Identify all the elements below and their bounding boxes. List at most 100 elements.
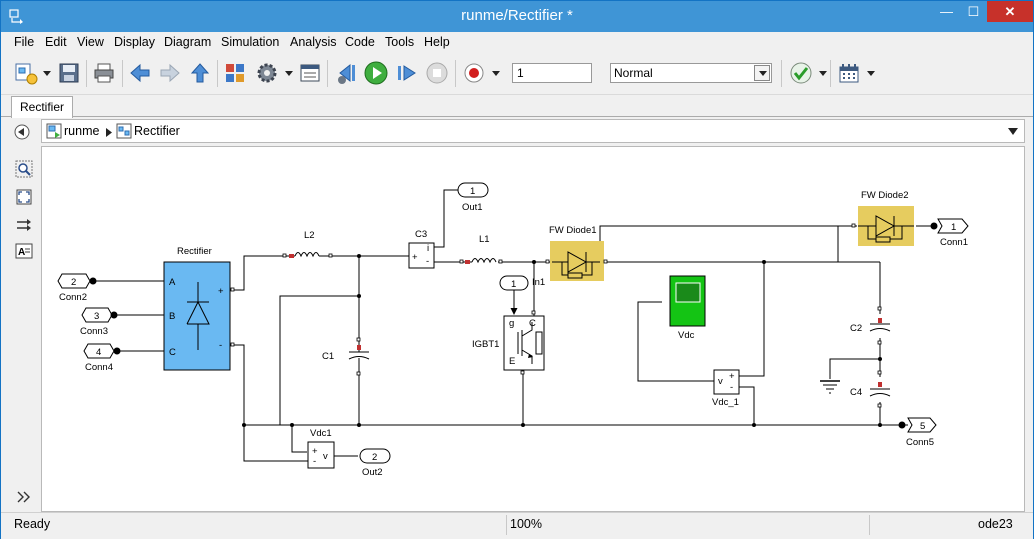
vdc-scope-block[interactable]: Vdc: [669, 275, 706, 341]
capacitor-c2[interactable]: C2: [850, 318, 891, 334]
rectifier-port-a: A: [169, 277, 176, 288]
record-dropdown[interactable]: [492, 71, 500, 76]
wires: [92, 189, 932, 462]
check-dropdown[interactable]: [819, 71, 827, 76]
out2-port[interactable]: 2 Out2: [359, 448, 391, 478]
menu-help[interactable]: Help: [424, 35, 450, 49]
conn4-port[interactable]: 4 Conn4: [83, 343, 121, 373]
tab-rectifier[interactable]: Rectifier: [11, 96, 73, 118]
hide-browser-icon[interactable]: [13, 123, 31, 141]
menu-analysis[interactable]: Analysis: [290, 35, 337, 49]
fit-to-view-icon[interactable]: [15, 188, 33, 206]
voltage-meter-vdc-plus: +: [312, 446, 318, 457]
menu-code[interactable]: Code: [345, 35, 375, 49]
capacitor-c4[interactable]: C4: [850, 382, 891, 398]
left-palette: A: [1, 118, 39, 512]
new-model-dropdown[interactable]: [43, 71, 51, 76]
rectifier-block[interactable]: Rectifier A B C + -: [163, 246, 231, 371]
fw-diode1-label: FW Diode1: [549, 225, 597, 236]
check-icon[interactable]: [790, 61, 812, 85]
build-icon[interactable]: [838, 61, 860, 85]
menu-file[interactable]: File: [14, 35, 35, 49]
menu-tools[interactable]: Tools: [385, 35, 415, 49]
conn1-port[interactable]: 1 Conn1: [930, 218, 969, 248]
simulation-mode-value: Normal: [614, 66, 653, 80]
chevron-right-icon: [106, 128, 112, 137]
menu-view[interactable]: View: [77, 35, 104, 49]
fw-diode1-block[interactable]: FW Diode1: [549, 225, 604, 281]
back-icon[interactable]: [129, 61, 151, 85]
up-icon[interactable]: [189, 61, 211, 85]
out1-label: Out1: [462, 202, 483, 213]
record-icon[interactable]: [463, 61, 485, 85]
rectifier-port-minus: -: [219, 340, 222, 351]
rectifier-title: Rectifier: [177, 246, 212, 257]
settings-dropdown[interactable]: [285, 71, 293, 76]
simulink-model-icon: [9, 9, 23, 24]
conn5-port[interactable]: 5 Conn5: [898, 417, 937, 448]
out1-port[interactable]: 1 Out1: [457, 182, 489, 213]
menu-display[interactable]: Display: [114, 35, 155, 49]
chevron-down-icon[interactable]: [1008, 128, 1018, 135]
current-meter-c3[interactable]: C3 i + -: [408, 229, 435, 269]
circuit-diagram: Rectifier A B C + - 2 Conn2 3: [57, 182, 969, 478]
conn2-port[interactable]: 2 Conn2: [57, 273, 97, 303]
inductor-l1[interactable]: L1: [462, 234, 497, 264]
new-model-icon[interactable]: [14, 61, 38, 85]
chevron-down-icon[interactable]: [754, 65, 770, 81]
close-button[interactable]: ✕: [987, 1, 1033, 22]
out1-number: 1: [470, 186, 475, 197]
menu-simulation[interactable]: Simulation: [221, 35, 280, 49]
ground-icon[interactable]: [820, 380, 840, 394]
in1-label: In1: [532, 277, 545, 288]
forward-icon[interactable]: [159, 61, 181, 85]
settings-icon[interactable]: [256, 61, 278, 85]
out2-label: Out2: [362, 467, 383, 478]
annotation-icon[interactable]: A: [15, 242, 33, 260]
capacitor-c1[interactable]: C1: [322, 342, 370, 370]
stop-time-input[interactable]: 1: [512, 63, 592, 83]
breadcrumb-current[interactable]: Rectifier: [134, 124, 180, 138]
capacitor-c4-label: C4: [850, 387, 862, 398]
menu-edit[interactable]: Edit: [45, 35, 67, 49]
step-back-icon[interactable]: [334, 61, 358, 85]
inductor-l2[interactable]: L2: [286, 230, 328, 258]
in1-port[interactable]: 1 In1: [499, 275, 545, 291]
svg-text:A: A: [18, 247, 25, 258]
model-explorer-icon[interactable]: [299, 61, 321, 85]
title-bar: runme/Rectifier * — ☐ ✕: [1, 1, 1033, 32]
conn3-port[interactable]: 3 Conn3: [80, 307, 118, 337]
stop-icon[interactable]: [426, 61, 448, 85]
maximize-button[interactable]: ☐: [967, 4, 980, 19]
conn4-label: Conn4: [85, 362, 113, 373]
zoom-icon[interactable]: [15, 160, 33, 178]
breadcrumb-root[interactable]: runme: [64, 124, 100, 138]
simulation-mode-select[interactable]: Normal: [610, 63, 772, 83]
igbt1-block[interactable]: IGBT1 g C E: [472, 315, 545, 371]
status-bar: Ready 100% ode23: [1, 512, 1033, 539]
voltage-meter-vdc[interactable]: Vdc1 + - v: [307, 428, 335, 469]
build-dropdown[interactable]: [867, 71, 875, 76]
current-meter-minus: -: [426, 256, 429, 267]
library-icon[interactable]: [224, 61, 246, 85]
print-icon[interactable]: [93, 61, 115, 85]
voltage-meter-vdc-label: Vdc1: [310, 428, 332, 439]
toolbar: 1 Normal: [1, 52, 1033, 95]
minimize-button[interactable]: —: [940, 4, 953, 19]
run-icon[interactable]: [364, 61, 388, 85]
voltage-meter-vdc1[interactable]: v + - Vdc_1: [712, 369, 740, 408]
menu-diagram[interactable]: Diagram: [164, 35, 212, 49]
fw-diode2-block[interactable]: FW Diode2: [858, 190, 914, 246]
capacitor-c1-label: C1: [322, 351, 334, 362]
junction-dots: [242, 254, 882, 427]
save-icon[interactable]: [58, 61, 80, 85]
fw-diode1-body: [550, 241, 604, 281]
step-forward-icon[interactable]: [396, 61, 418, 85]
signal-arrows-icon[interactable]: [15, 216, 33, 234]
rectifier-port-plus: +: [218, 286, 224, 297]
expand-palette-icon[interactable]: [15, 488, 33, 506]
vdc-scope-label: Vdc: [678, 330, 695, 341]
model-canvas[interactable]: Rectifier A B C + - 2 Conn2 3: [41, 146, 1025, 512]
inductor-l2-label: L2: [304, 230, 315, 241]
solver-name: ode23: [978, 517, 1013, 531]
